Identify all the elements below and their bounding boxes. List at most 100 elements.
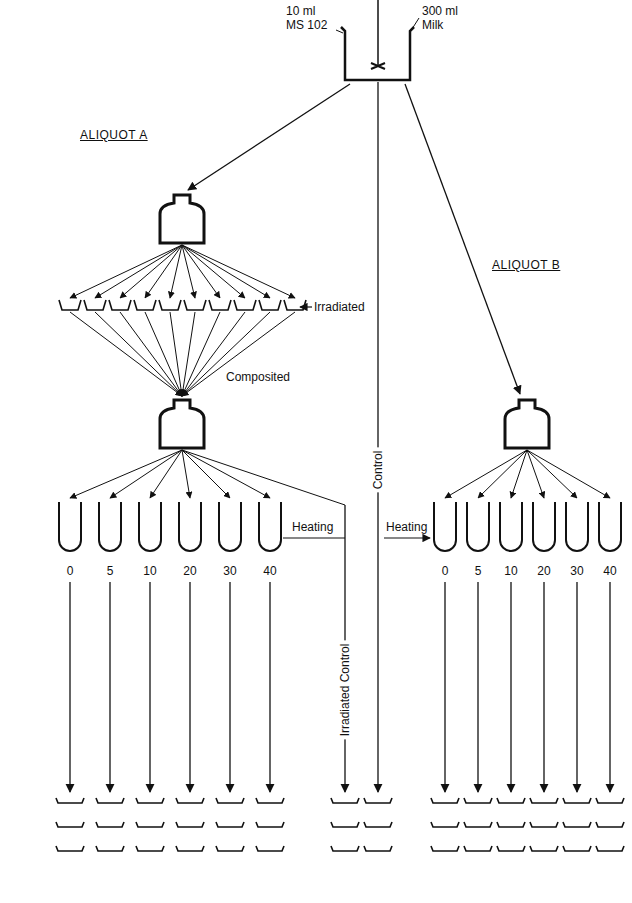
irradiation-dish — [134, 300, 156, 310]
culture-plate — [563, 798, 591, 803]
test-tube — [59, 502, 81, 551]
culture-plate — [176, 846, 204, 851]
heating-arrow — [384, 537, 430, 538]
test-tube — [99, 502, 121, 551]
culture-plate — [176, 798, 204, 803]
bottle — [160, 400, 204, 448]
heating-line — [283, 537, 345, 538]
concentration-number: 5 — [475, 564, 482, 578]
concentration-number: 5 — [107, 564, 114, 578]
control-label: Irradiated Control — [337, 641, 353, 740]
fan-line — [182, 450, 270, 498]
culture-plate — [96, 846, 124, 851]
test-tube — [599, 502, 621, 551]
aliquot-label: ALIQUOT A — [80, 128, 148, 142]
fan-line — [527, 450, 610, 498]
fan-line — [182, 245, 270, 298]
fan-line — [511, 450, 527, 498]
concentration-number: 30 — [223, 564, 236, 578]
culture-plate — [96, 822, 124, 827]
irradiation-dish — [284, 300, 306, 310]
irradiation-dish — [84, 300, 106, 310]
leader-line — [412, 18, 419, 29]
step-label: Irradiated — [314, 300, 365, 314]
fan-line — [182, 450, 230, 498]
culture-plate — [56, 846, 84, 851]
fan-line — [182, 312, 295, 396]
culture-plate — [497, 798, 525, 803]
transfer-arrow — [444, 582, 445, 792]
transfer-arrow — [609, 582, 610, 792]
fan-line — [182, 245, 195, 298]
irradiation-dish — [234, 300, 256, 310]
volume-label: 10 ml MS 102 — [286, 4, 336, 32]
concentration-number: 20 — [537, 564, 550, 578]
step-label: Composited — [226, 370, 290, 384]
culture-plate — [331, 846, 359, 851]
culture-plate — [256, 822, 284, 827]
control-label: Control — [370, 448, 386, 493]
fan-line — [527, 450, 577, 498]
fan-line — [150, 450, 182, 498]
culture-plate — [136, 822, 164, 827]
culture-plate — [256, 846, 284, 851]
culture-plate — [596, 798, 624, 803]
volume-label: 300 ml Milk — [422, 4, 472, 32]
test-tube — [533, 502, 555, 551]
test-tube — [500, 502, 522, 551]
fan-line — [145, 312, 182, 396]
culture-plate — [530, 798, 558, 803]
culture-plate — [216, 822, 244, 827]
transfer-arrow — [269, 582, 270, 792]
culture-plate — [464, 846, 492, 851]
fan-line — [527, 450, 544, 498]
heating-label: Heating — [292, 520, 333, 534]
test-tube — [219, 502, 241, 551]
culture-plate — [464, 822, 492, 827]
irradiation-dish — [159, 300, 181, 310]
culture-plate — [596, 846, 624, 851]
concentration-number: 10 — [143, 564, 156, 578]
fan-line — [70, 312, 182, 396]
fan-line — [70, 245, 182, 298]
fan-line — [182, 312, 195, 396]
culture-plate — [96, 798, 124, 803]
culture-plate — [331, 798, 359, 803]
culture-plate — [56, 798, 84, 803]
irradiation-dish — [59, 300, 81, 310]
transfer-arrow — [543, 582, 544, 792]
test-tube — [179, 502, 201, 551]
irradiation-dish — [109, 300, 131, 310]
test-tube — [139, 502, 161, 551]
fan-line — [95, 245, 182, 298]
concentration-number: 0 — [67, 564, 74, 578]
fan-line — [95, 312, 182, 396]
fan-line — [182, 450, 345, 505]
fan-line — [110, 450, 182, 498]
transfer-arrow — [189, 582, 190, 792]
fan-line — [182, 245, 245, 298]
concentration-number: 20 — [183, 564, 196, 578]
culture-plate — [364, 798, 392, 803]
bottle — [505, 400, 549, 448]
culture-plate — [256, 798, 284, 803]
test-tube — [434, 502, 456, 551]
transfer-arrow — [149, 582, 150, 792]
culture-plate — [136, 798, 164, 803]
aliquot-label: ALIQUOT B — [492, 258, 560, 272]
culture-plate — [431, 822, 459, 827]
leader-line — [336, 30, 343, 33]
concentration-number: 40 — [603, 564, 616, 578]
culture-plate — [464, 798, 492, 803]
test-tube — [566, 502, 588, 551]
test-tube — [259, 502, 281, 551]
culture-plate — [596, 822, 624, 827]
culture-plate — [431, 846, 459, 851]
culture-plate — [56, 822, 84, 827]
culture-plate — [497, 822, 525, 827]
fan-line — [445, 450, 527, 498]
fan-line — [182, 245, 220, 298]
fan-line — [182, 312, 220, 396]
concentration-number: 30 — [570, 564, 583, 578]
culture-plate — [176, 822, 204, 827]
